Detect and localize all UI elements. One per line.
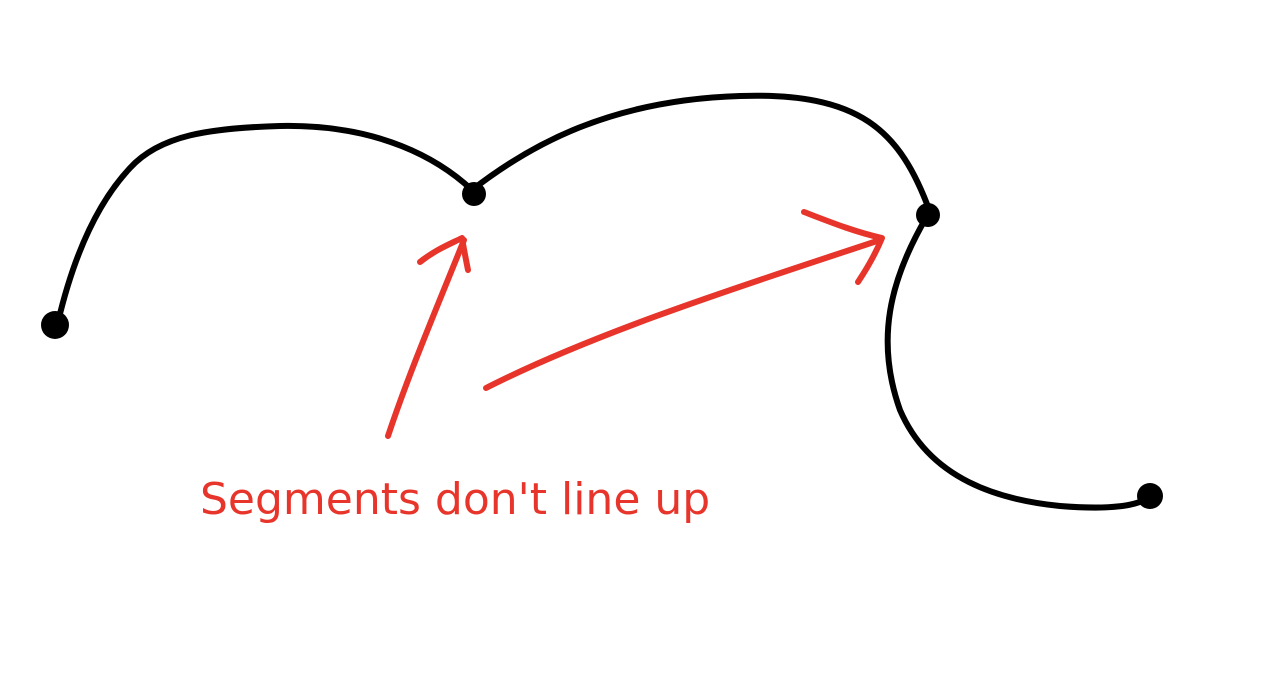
joint-point-2 [916, 203, 940, 227]
joint-point-1 [462, 182, 486, 206]
curve-segment-3 [884, 215, 1153, 511]
arrow-to-joint-1 [385, 235, 471, 439]
curve-segment-1 [55, 122, 475, 325]
curve-segment-2 [469, 92, 933, 215]
arrow-to-joint-2 [483, 209, 885, 391]
endpoint-end [1137, 483, 1163, 509]
endpoint-start [41, 311, 69, 339]
annotation-label: Segments don't line up [200, 474, 711, 525]
